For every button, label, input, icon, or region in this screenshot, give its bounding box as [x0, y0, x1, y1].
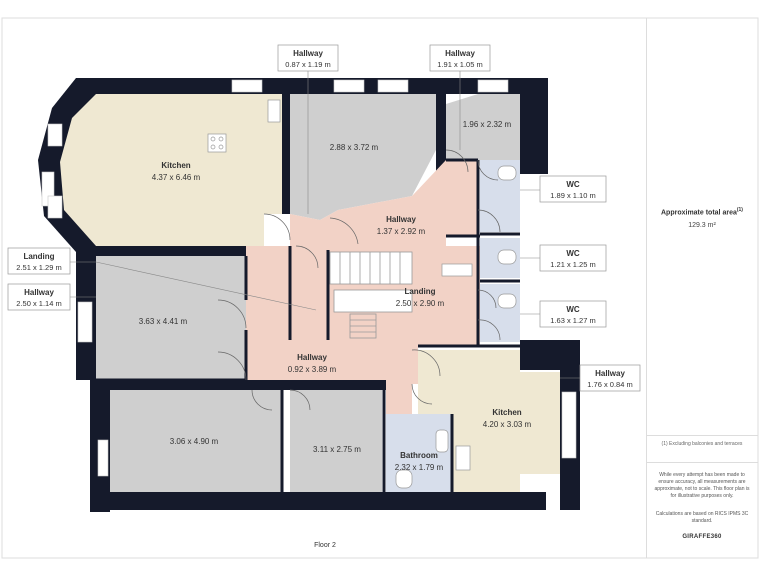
callout-name: WC — [566, 249, 580, 258]
room-dims: 0.92 x 3.89 m — [288, 365, 337, 374]
staircase — [329, 251, 413, 339]
room-288 — [290, 94, 436, 220]
callout-hallway-top-2: Hallway 1.91 x 1.05 m — [429, 44, 491, 72]
callout-dims: 0.87 x 1.19 m — [285, 60, 330, 69]
callout-name: WC — [566, 305, 580, 314]
partitions — [96, 158, 520, 492]
room-196 — [446, 94, 520, 160]
room-363 — [96, 256, 246, 380]
callout-name: Hallway — [24, 288, 54, 297]
callout-dims: 2.51 x 1.29 m — [16, 263, 61, 272]
room-name: Kitchen — [161, 161, 190, 170]
callout-name: Landing — [23, 252, 54, 261]
callout-name: Hallway — [445, 49, 475, 58]
fixtures — [207, 99, 517, 489]
callout-wc-3: WC 1.63 x 1.27 m — [539, 300, 607, 328]
callouts: Hallway 0.87 x 1.19 m Hallway 1.91 x 1.0… — [7, 44, 641, 392]
callout-wc-1: WC 1.89 x 1.10 m — [539, 175, 607, 203]
doors — [217, 149, 501, 411]
room-dims: 2.32 x 1.79 m — [395, 463, 444, 472]
room-name: Landing — [404, 287, 435, 296]
room-dims: 1.37 x 2.92 m — [377, 227, 426, 236]
info-panel — [646, 18, 759, 558]
room-name: Bathroom — [400, 451, 438, 460]
callout-landing-left: Landing 2.51 x 1.29 m — [7, 247, 71, 275]
disclaimer: While every attempt has been made to ens… — [654, 472, 750, 499]
total-area-value: 129.3 m² — [688, 222, 716, 229]
calculation-note: Calculations are based on RICS IPMS 3C s… — [655, 511, 749, 524]
room-dims: 1.96 x 2.32 m — [463, 120, 512, 129]
room-dims: 2.88 x 3.72 m — [330, 143, 379, 152]
room-labels: Kitchen 4.37 x 6.46 m 2.88 x 3.72 m 1.96… — [139, 120, 532, 472]
callout-name: Hallway — [293, 49, 323, 58]
floor-label: Floor 2 — [314, 542, 336, 549]
total-area-title: Approximate total area(1) — [661, 207, 743, 217]
callout-dims: 1.21 x 1.25 m — [550, 260, 595, 269]
room-dims: 4.37 x 6.46 m — [152, 173, 201, 182]
callout-dims: 1.63 x 1.27 m — [550, 316, 595, 325]
callout-hallway-left: Hallway 2.50 x 1.14 m — [7, 283, 71, 311]
callout-dims: 1.91 x 1.05 m — [437, 60, 482, 69]
room-kitchen-1 — [60, 94, 282, 246]
footnote-marker: (1) — [736, 207, 743, 213]
divider — [646, 462, 758, 463]
callout-name: Hallway — [595, 369, 625, 378]
footnote: (1) Excluding balconies and terraces — [661, 441, 743, 447]
room-dims: 3.63 x 4.41 m — [139, 317, 188, 326]
room-dims: 4.20 x 3.03 m — [483, 420, 532, 429]
leader-lines — [70, 70, 584, 379]
room-name: Hallway — [297, 353, 327, 362]
callout-hallway-top-1: Hallway 0.87 x 1.19 m — [277, 44, 339, 72]
page-frame — [1, 17, 759, 559]
room-311 — [290, 390, 382, 492]
room-name: Hallway — [386, 215, 416, 224]
room-wc-3 — [480, 284, 520, 342]
brand-logo: GIRAFFE360 — [682, 534, 722, 540]
room-dims: 2.50 x 2.90 m — [396, 299, 445, 308]
room-hallway-center — [290, 160, 478, 246]
callout-dims: 1.89 x 1.10 m — [550, 191, 595, 200]
callout-wc-2: WC 1.21 x 1.25 m — [539, 244, 607, 272]
room-dims: 3.06 x 4.90 m — [170, 437, 219, 446]
callout-hallway-right: Hallway 1.76 x 0.84 m — [579, 364, 641, 392]
callout-dims: 1.76 x 0.84 m — [587, 380, 632, 389]
callout-name: WC — [566, 180, 580, 189]
room-dims: 3.11 x 2.75 m — [313, 445, 361, 454]
callout-dims: 2.50 x 1.14 m — [16, 299, 61, 308]
windows — [41, 79, 577, 477]
divider — [646, 435, 758, 436]
room-name: Kitchen — [492, 408, 521, 417]
room-306 — [110, 390, 282, 492]
